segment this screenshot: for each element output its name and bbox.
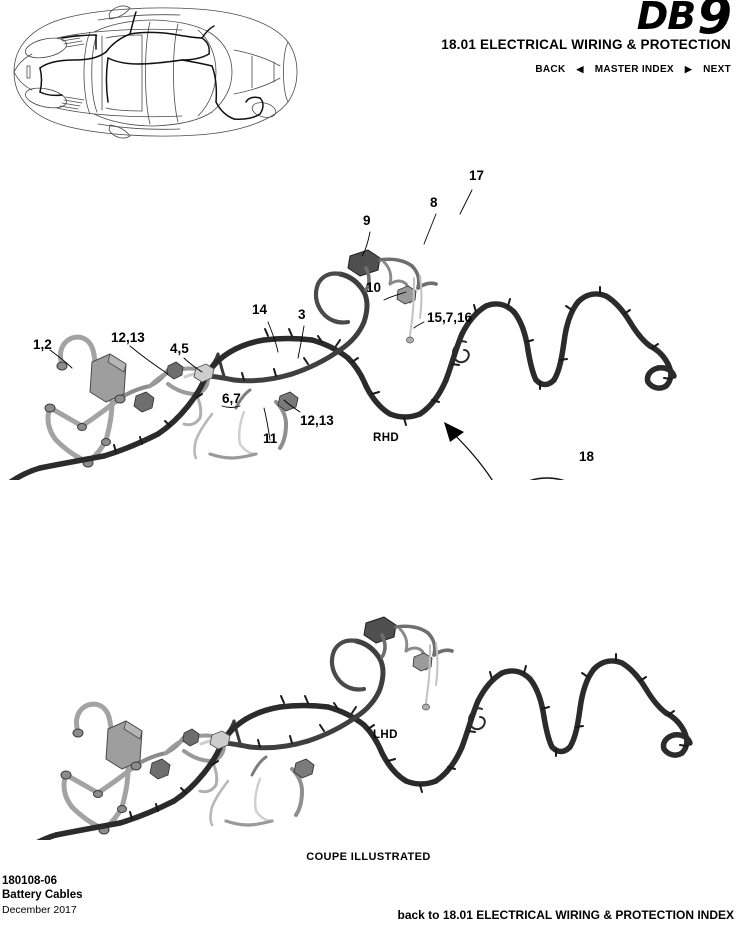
logo-nine-text: 9 (697, 0, 732, 45)
car-thumbnail-illustration (13, 5, 298, 139)
callout-17: 17 (469, 168, 485, 183)
rhd-harness-diagram (8, 189, 677, 480)
callout-1-2: 1,2 (33, 337, 52, 352)
back-arrow-icon[interactable]: ◀ (576, 64, 584, 74)
callout-18: 18 (579, 449, 595, 464)
callout-4-5: 4,5 (170, 341, 189, 356)
callout-3: 3 (298, 307, 306, 322)
nav-back-button[interactable]: BACK (535, 64, 566, 75)
lhd-harness-diagram (36, 616, 693, 840)
footer-part-code: 180108-06 (2, 875, 57, 887)
callout-12-13-upper: 12,13 (111, 330, 145, 345)
lhd-label: LHD (373, 729, 398, 741)
nav-master-index-button[interactable]: MASTER INDEX (594, 64, 674, 75)
callout-11: 11 (263, 431, 278, 446)
nav-next-button[interactable]: NEXT (703, 64, 731, 75)
logo-db-text: DB (636, 0, 697, 38)
page-header: DB9 18.01 ELECTRICAL WIRING & PROTECTION… (0, 0, 737, 150)
footer-assembly-name: Battery Cables (2, 889, 83, 901)
callout-8: 8 (430, 195, 438, 210)
callout-14: 14 (252, 302, 268, 317)
page-footer: 180108-06 Battery Cables December 2017 b… (0, 875, 737, 925)
callout-15-7-16: 15,7,16 (427, 310, 473, 325)
footer-date: December 2017 (2, 904, 77, 916)
next-arrow-icon[interactable]: ▶ (684, 64, 693, 74)
coupe-illustrated-caption: COUPE ILLUSTRATED (306, 851, 431, 863)
rhd-label: RHD (373, 432, 400, 444)
footer-back-to-index-link[interactable]: back to 18.01 ELECTRICAL WIRING & PROTEC… (397, 908, 735, 922)
callout-9: 9 (363, 213, 371, 228)
db9-logo: DB9 (636, 0, 732, 41)
navigation-bar: BACK ◀ MASTER INDEX ▶ NEXT (535, 64, 731, 75)
callout-6-7: 6,7 (222, 391, 241, 406)
callout-12-13-lower: 12,13 (300, 413, 334, 428)
callout-10: 10 (366, 280, 382, 295)
page-title: 18.01 ELECTRICAL WIRING & PROTECTION (441, 37, 731, 52)
